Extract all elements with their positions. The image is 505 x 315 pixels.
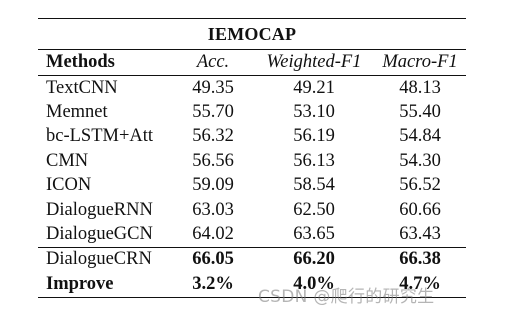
acc-cell: 64.02 bbox=[192, 224, 234, 245]
header-macro-f1: Macro-F1 bbox=[382, 52, 458, 72]
table-row: CMN 56.56 56.13 54.30 bbox=[38, 149, 466, 173]
macro-f1-cell: 63.43 bbox=[399, 224, 441, 245]
header-acc: Acc. bbox=[196, 52, 230, 72]
acc-cell: 56.56 bbox=[192, 150, 234, 171]
weighted-f1-cell: 63.65 bbox=[293, 224, 335, 245]
proposed-row: DialogueCRN 66.05 66.20 66.38 bbox=[38, 248, 466, 272]
bottom-rule bbox=[38, 296, 466, 298]
acc-cell: 59.09 bbox=[192, 175, 234, 196]
watermark: CSDN @爬行的研究生 bbox=[258, 287, 435, 307]
macro-f1-cell: 48.13 bbox=[399, 77, 441, 98]
improve-row: Improve 3.2% 4.0% 4.7% bbox=[38, 272, 466, 296]
weighted-f1-cell: 56.19 bbox=[293, 126, 335, 147]
table-row: Memnet 55.70 53.10 55.40 bbox=[38, 100, 466, 124]
method-cell: DialogueRNN bbox=[46, 199, 153, 220]
top-rule bbox=[38, 18, 466, 19]
proposed-weighted-f1-cell: 66.20 bbox=[293, 249, 335, 270]
weighted-f1-cell: 53.10 bbox=[293, 102, 335, 123]
method-cell: CMN bbox=[46, 150, 89, 171]
table-row: TextCNN 49.35 49.21 48.13 bbox=[38, 76, 466, 100]
improve-weighted-f1-cell: 4.0% bbox=[293, 273, 335, 294]
header-weighted-f1: Weighted-F1 bbox=[266, 52, 362, 72]
macro-f1-cell: 54.84 bbox=[399, 126, 441, 147]
proposed-macro-f1-cell: 66.38 bbox=[399, 249, 441, 270]
method-cell: Memnet bbox=[46, 102, 108, 123]
header-rule bbox=[38, 75, 466, 76]
macro-f1-cell: 54.30 bbox=[399, 150, 441, 171]
method-cell: bc-LSTM+Att bbox=[46, 126, 154, 147]
header-methods: Methods bbox=[46, 52, 115, 72]
macro-f1-cell: 55.40 bbox=[399, 102, 441, 123]
results-table: IEMOCAP Methods Acc. Weighted-F1 Macro-F… bbox=[38, 18, 466, 298]
proposed-method-cell: DialogueCRN bbox=[46, 249, 152, 270]
acc-cell: 56.32 bbox=[192, 126, 234, 147]
macro-f1-cell: 60.66 bbox=[399, 199, 441, 220]
table-title: IEMOCAP bbox=[207, 24, 297, 44]
table-row: bc-LSTM+Att 56.32 56.19 54.84 bbox=[38, 125, 466, 149]
title-rule bbox=[38, 49, 466, 50]
proposed-rule bbox=[38, 246, 466, 248]
method-cell: DialogueGCN bbox=[46, 224, 153, 245]
table-row: DialogueRNN 63.03 62.50 60.66 bbox=[38, 198, 466, 222]
method-cell: TextCNN bbox=[46, 77, 118, 98]
table-row: ICON 59.09 58.54 56.52 bbox=[38, 174, 466, 198]
improve-acc-cell: 3.2% bbox=[192, 273, 234, 294]
acc-cell: 63.03 bbox=[192, 199, 234, 220]
acc-cell: 49.35 bbox=[192, 77, 234, 98]
table-row: DialogueGCN 64.02 63.65 63.43 bbox=[38, 222, 466, 246]
header-row: Methods Acc. Weighted-F1 Macro-F1 bbox=[38, 50, 466, 75]
weighted-f1-cell: 56.13 bbox=[293, 150, 335, 171]
acc-cell: 55.70 bbox=[192, 102, 234, 123]
improve-label-cell: Improve bbox=[46, 273, 114, 294]
macro-f1-cell: 56.52 bbox=[399, 175, 441, 196]
weighted-f1-cell: 62.50 bbox=[293, 199, 335, 220]
proposed-acc-cell: 66.05 bbox=[192, 249, 234, 270]
improve-macro-f1-cell: 4.7% bbox=[399, 273, 441, 294]
weighted-f1-cell: 49.21 bbox=[293, 77, 335, 98]
method-cell: ICON bbox=[46, 175, 92, 196]
weighted-f1-cell: 58.54 bbox=[293, 175, 335, 196]
